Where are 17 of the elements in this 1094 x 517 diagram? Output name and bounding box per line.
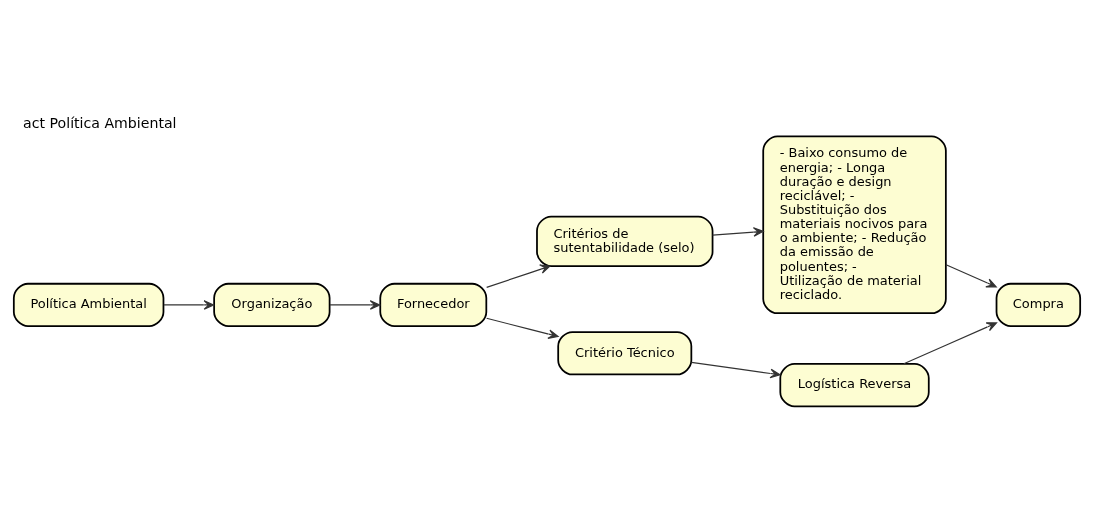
node-box: Compra bbox=[995, 282, 1082, 327]
arrow bbox=[329, 299, 381, 310]
arrow bbox=[945, 263, 997, 287]
node-box: Fornecedor bbox=[379, 282, 488, 327]
node-box: Política Ambiental bbox=[12, 282, 165, 327]
node-box: - Baixo consumo de energia; - Longa duração e design reciclável; - Substituição dos materiais nocivos para o ambiente; - Redução da emissão de poluentes; - Utilização de material reciclado. bbox=[762, 135, 947, 314]
arrow bbox=[163, 299, 215, 310]
diagram-title: act Política Ambiental bbox=[23, 114, 177, 131]
node-box: Critérios de sutentabilidade (selo) bbox=[536, 215, 714, 267]
arrow bbox=[712, 226, 764, 237]
node-box: Critério Técnico bbox=[557, 330, 693, 375]
node-box: Logística Reversa bbox=[779, 362, 930, 407]
arrow bbox=[486, 317, 559, 339]
node-box: Organização bbox=[213, 282, 331, 327]
arrow bbox=[690, 361, 781, 378]
arrow bbox=[486, 264, 551, 288]
arrow bbox=[903, 321, 998, 364]
